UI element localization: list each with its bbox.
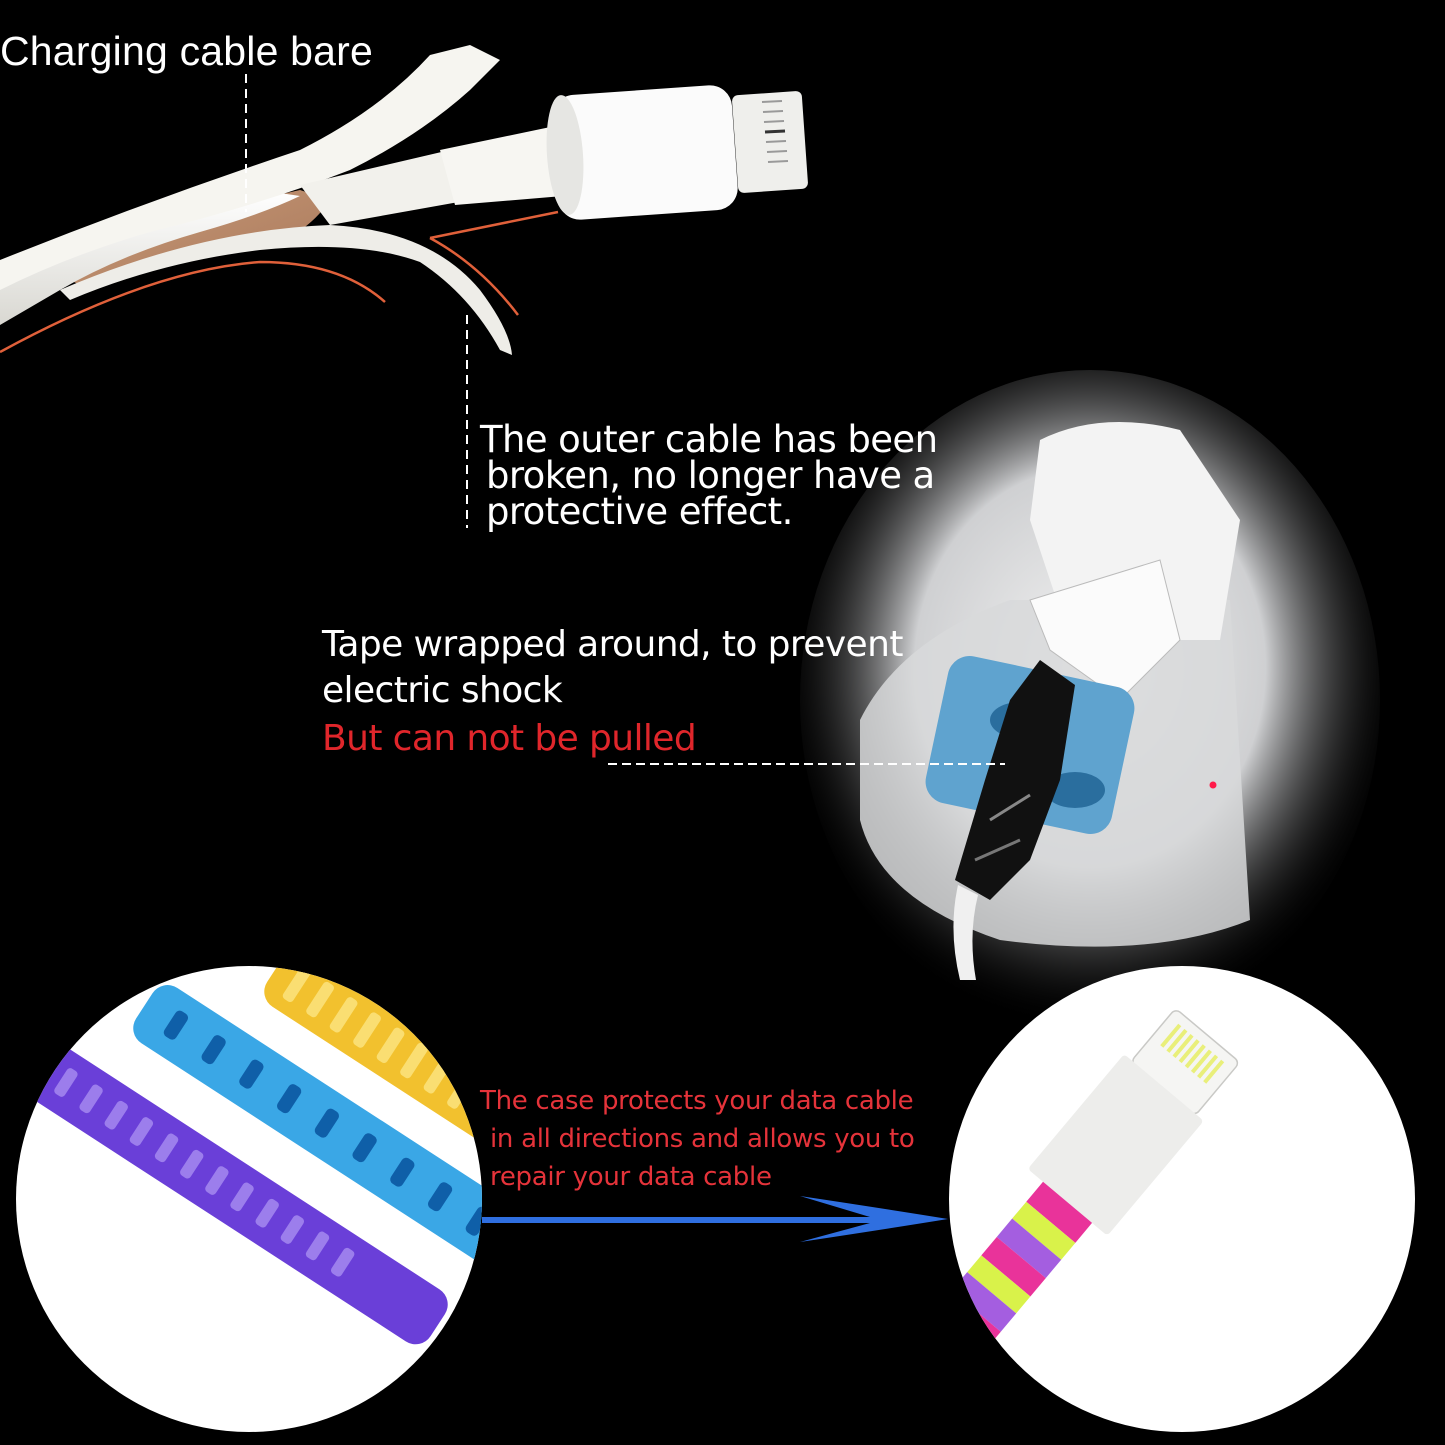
note-line: The outer cable has been xyxy=(480,418,938,461)
wrapped-cable-graphic xyxy=(949,1010,1239,1390)
protector-case-description: The case protects your data cable in all… xyxy=(480,1082,915,1196)
warning-text: But can not be pulled xyxy=(322,718,697,759)
tape-wrapped-note: Tape wrapped around, to prevent electric… xyxy=(322,622,903,762)
bare-cable-illustration xyxy=(0,45,808,528)
description-line: in all directions and allows you to xyxy=(490,1124,915,1154)
direction-arrow xyxy=(482,1196,948,1242)
description-line: The case protects your data cable xyxy=(480,1086,914,1116)
blue-spiral xyxy=(133,985,482,1299)
note-line: protective effect. xyxy=(486,490,793,533)
spiral-protectors-image xyxy=(16,966,482,1432)
spiral-protectors-graphic xyxy=(25,966,482,1345)
taped-plug-illustration xyxy=(608,370,1380,1030)
note-line: electric shock xyxy=(322,670,563,711)
purple-spiral xyxy=(25,1044,448,1345)
description-line: repair your data cable xyxy=(490,1162,772,1192)
bare-cable-label: Charging cable bare xyxy=(0,28,374,74)
broken-outer-note: The outer cable has been broken, no long… xyxy=(480,418,938,533)
note-line: Tape wrapped around, to prevent xyxy=(322,624,903,665)
wrapped-cable-image xyxy=(949,966,1415,1432)
note-line: broken, no longer have a xyxy=(486,454,935,497)
